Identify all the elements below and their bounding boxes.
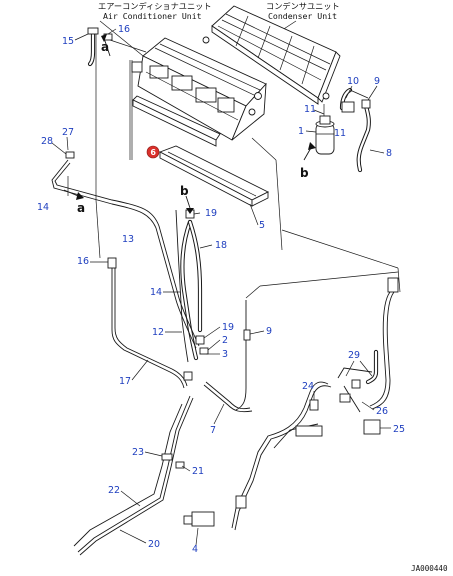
callout-5: 5	[259, 220, 265, 231]
callout-27: 27	[62, 127, 74, 138]
callout-22: 22	[108, 485, 120, 496]
leader-lines	[67, 30, 401, 299]
callout-4: 4	[192, 544, 198, 555]
badge-label: 6	[150, 148, 156, 157]
callout-17: 17	[119, 376, 131, 387]
pipe-network	[51, 159, 395, 556]
callout-7: 7	[210, 425, 216, 436]
callout-19-b: 19	[222, 322, 234, 333]
callout-8: 8	[386, 148, 392, 159]
callout-14: 14	[37, 202, 49, 213]
callout-3: 3	[222, 349, 228, 360]
ref-a-left: a	[77, 201, 85, 215]
callout-16: 16	[118, 24, 130, 35]
header-condenser-jp: コンデンサユニット	[266, 1, 340, 11]
filter-frame	[132, 95, 221, 147]
header-condenser-en: Condenser Unit	[268, 11, 337, 21]
callout-18: 18	[215, 240, 227, 251]
callout-16-b: 16	[77, 256, 89, 267]
callout-labels: 15 16 10 9 11 11 1 8 27 28 14 13 19 18 5…	[37, 24, 405, 555]
callout-26: 26	[376, 406, 388, 417]
drawing-code: JA000440	[411, 564, 448, 573]
callout-11: 11	[304, 104, 316, 115]
condenser-unit	[202, 5, 341, 105]
ref-a-top: a	[101, 40, 109, 54]
callout-20: 20	[148, 539, 160, 550]
reference-arrows	[63, 34, 316, 214]
callout-28: 28	[41, 136, 53, 147]
callout-15: 15	[62, 36, 74, 47]
callout-29: 29	[348, 350, 360, 361]
air-conditioner-unit	[131, 37, 267, 141]
callout-1: 1	[298, 126, 304, 137]
callout-21: 21	[192, 466, 204, 477]
receiver-drier	[315, 115, 335, 155]
part-6-badge: 6	[146, 145, 160, 159]
header-ac-unit-en: Air Conditioner Unit	[103, 11, 202, 21]
reference-letters: a a b b	[77, 40, 309, 215]
hose-group	[87, 27, 379, 385]
callout-24: 24	[302, 381, 314, 392]
callout-leaders	[51, 28, 391, 546]
callout-10: 10	[347, 76, 359, 87]
callout-19: 19	[205, 208, 217, 219]
ref-b-center: b	[180, 184, 189, 198]
callout-9: 9	[374, 76, 380, 87]
callout-2: 2	[222, 335, 228, 346]
callout-9-b: 9	[266, 326, 272, 337]
header-ac-unit-jp: エアーコンディショナユニット	[98, 1, 212, 11]
callout-25: 25	[393, 424, 405, 435]
callout-14-b: 14	[150, 287, 162, 298]
callout-13: 13	[122, 234, 134, 245]
callout-23: 23	[132, 447, 144, 458]
ref-b-right: b	[300, 166, 309, 180]
callout-12: 12	[152, 327, 164, 338]
callout-11-b: 11	[334, 128, 346, 139]
air-filter	[158, 145, 270, 207]
